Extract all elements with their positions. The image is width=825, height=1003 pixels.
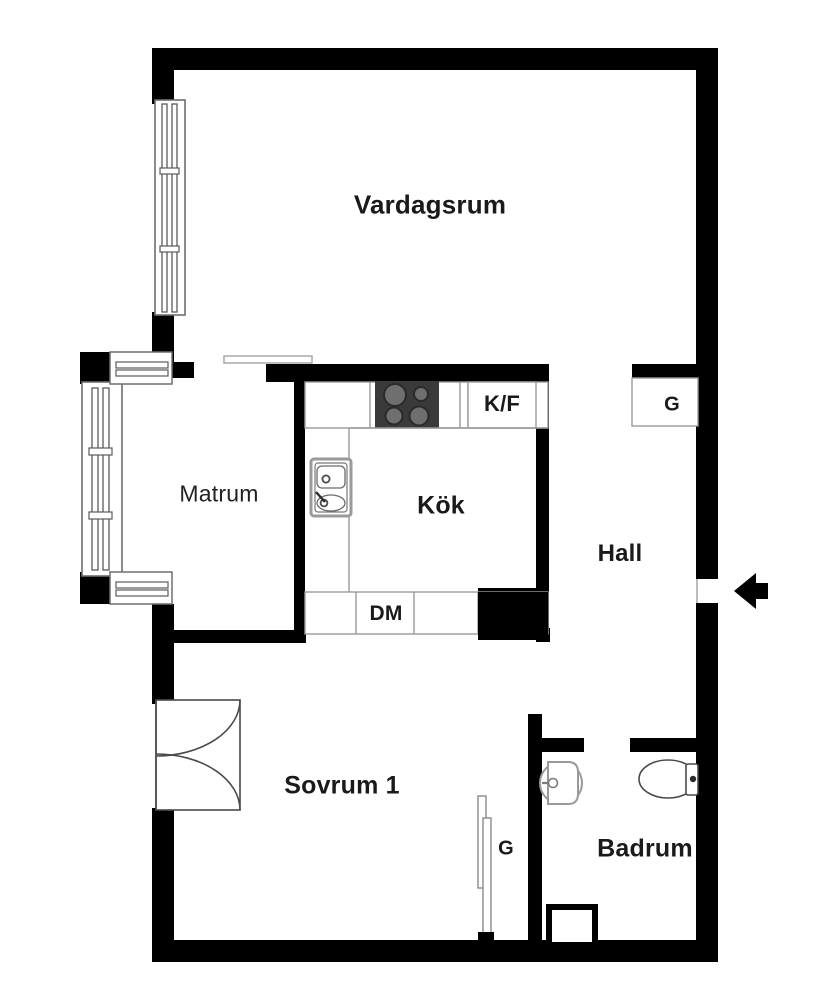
room-label-sovrum-1: Sovrum 1 (284, 771, 400, 800)
double-basin-sink (309, 457, 353, 518)
room-label-badrum: Badrum (597, 834, 693, 863)
floor-fill (80, 48, 718, 962)
kitchen-upper-cabinets (223, 355, 313, 364)
window-bay-top (109, 351, 173, 385)
hall-closet (631, 377, 699, 427)
fixture-label-dishwasher: DM (369, 602, 403, 625)
stove-4-burner (375, 381, 439, 428)
entrance-door-arrow (734, 573, 768, 609)
room-label-vardagsrum: Vardagsrum (353, 189, 507, 220)
bedroom-closet (477, 795, 494, 942)
window-bay-bottom (109, 571, 173, 605)
fixture-label-bedroom-closet: G (498, 837, 514, 860)
fixture-label-fridge-freezer: K/F (483, 391, 521, 416)
round-washbasin (539, 761, 583, 805)
french-door-double-swing (155, 699, 241, 811)
room-label-kok: Kök (417, 491, 465, 520)
window-bay-left (81, 381, 123, 577)
room-label-matrum: Matrum (179, 480, 259, 507)
toilet (638, 759, 699, 799)
fixture-label-hall-closet: G (664, 393, 680, 416)
window-living-left (154, 99, 186, 316)
fridge-freezer (467, 381, 537, 429)
kitchen-counter-bottom (304, 591, 549, 636)
room-label-hall: Hall (597, 540, 643, 567)
